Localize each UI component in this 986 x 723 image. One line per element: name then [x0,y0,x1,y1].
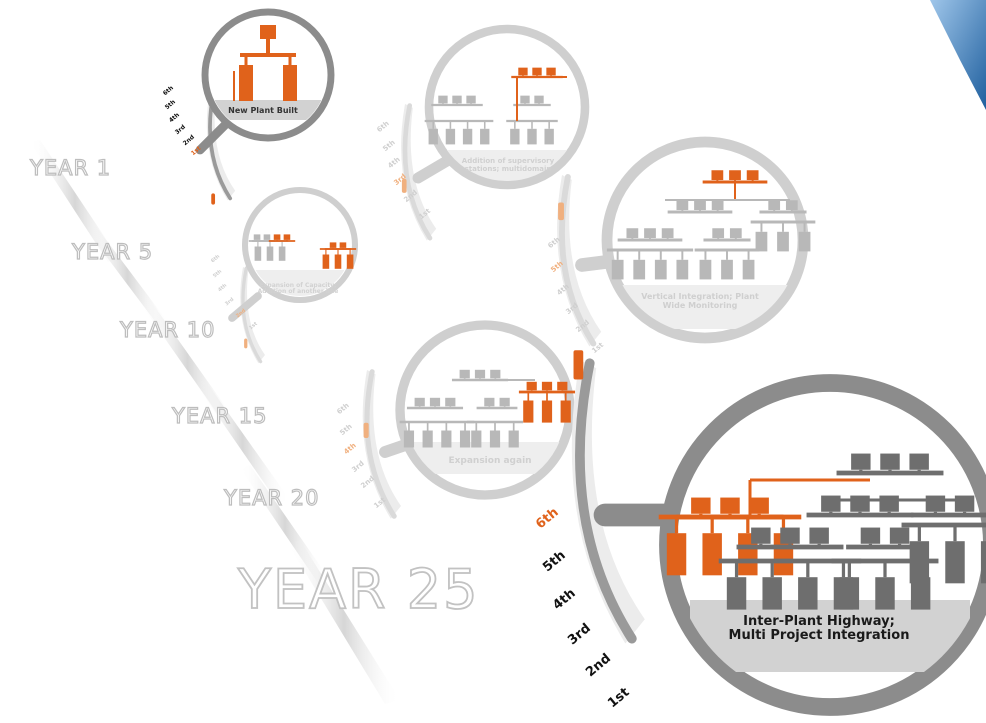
year-label-15: YEAR 15 [171,403,268,428]
active-level-marker [211,193,216,205]
year-label-20: YEAR 20 [223,485,320,510]
stage-caption-6: Inter-Plant Highway; Multi Project Integ… [728,614,910,644]
magnifier-handle [195,120,230,155]
active-level-marker [401,178,407,193]
active-level-marker [558,202,564,221]
caption-band [215,100,321,120]
active-level-marker [244,338,248,349]
magnifier-handle [228,292,262,322]
stage-caption-5: Vertical Integration; Plant Wide Monitor… [641,292,759,310]
year-label-1: YEAR 1 [29,155,112,180]
network-stage-6 [658,453,986,610]
magnifier-stage-2 [228,186,359,364]
caption-band [412,442,562,474]
year-label-10: YEAR 10 [119,317,216,342]
year-label-5: YEAR 5 [71,239,154,264]
year-label-25: YEAR 25 [237,557,480,622]
active-level-marker [363,422,369,438]
caption-band [690,600,970,672]
magnifier-stage-5 [557,136,816,347]
scale-wedge [557,175,602,347]
scale-bar [241,266,263,364]
stage-caption-1: New Plant Built [228,106,298,115]
stage-caption-2: Expansion of Capacity; Addition of anoth… [257,282,339,296]
network-stage-2 [248,234,357,269]
scale-wedge [240,267,265,364]
background-streaks [30,140,400,704]
scale-wedge [206,90,236,201]
scale-bar [559,174,597,347]
stage-caption-4: Expansion again [448,456,532,466]
network-stage-1 [233,25,297,101]
corner-accent [930,0,986,110]
scale-bar [364,369,397,519]
scale-wedge [401,104,437,241]
magnifier-lens [424,24,590,190]
scale-bar [402,103,433,241]
active-level-marker [573,350,584,380]
network-stage-3 [424,67,567,145]
magnifier-stage-4 [362,320,576,519]
magnifier-stage-1 [195,8,335,205]
magnifier-stage-6 [571,350,986,716]
scale-wedge [362,370,401,519]
network-stage-4 [399,369,576,448]
network-stage-5 [606,170,816,280]
scale-wedge [571,360,645,644]
stage-caption-3: Addition of supervisory stations; multid… [461,157,555,173]
scale-bar [575,358,637,644]
